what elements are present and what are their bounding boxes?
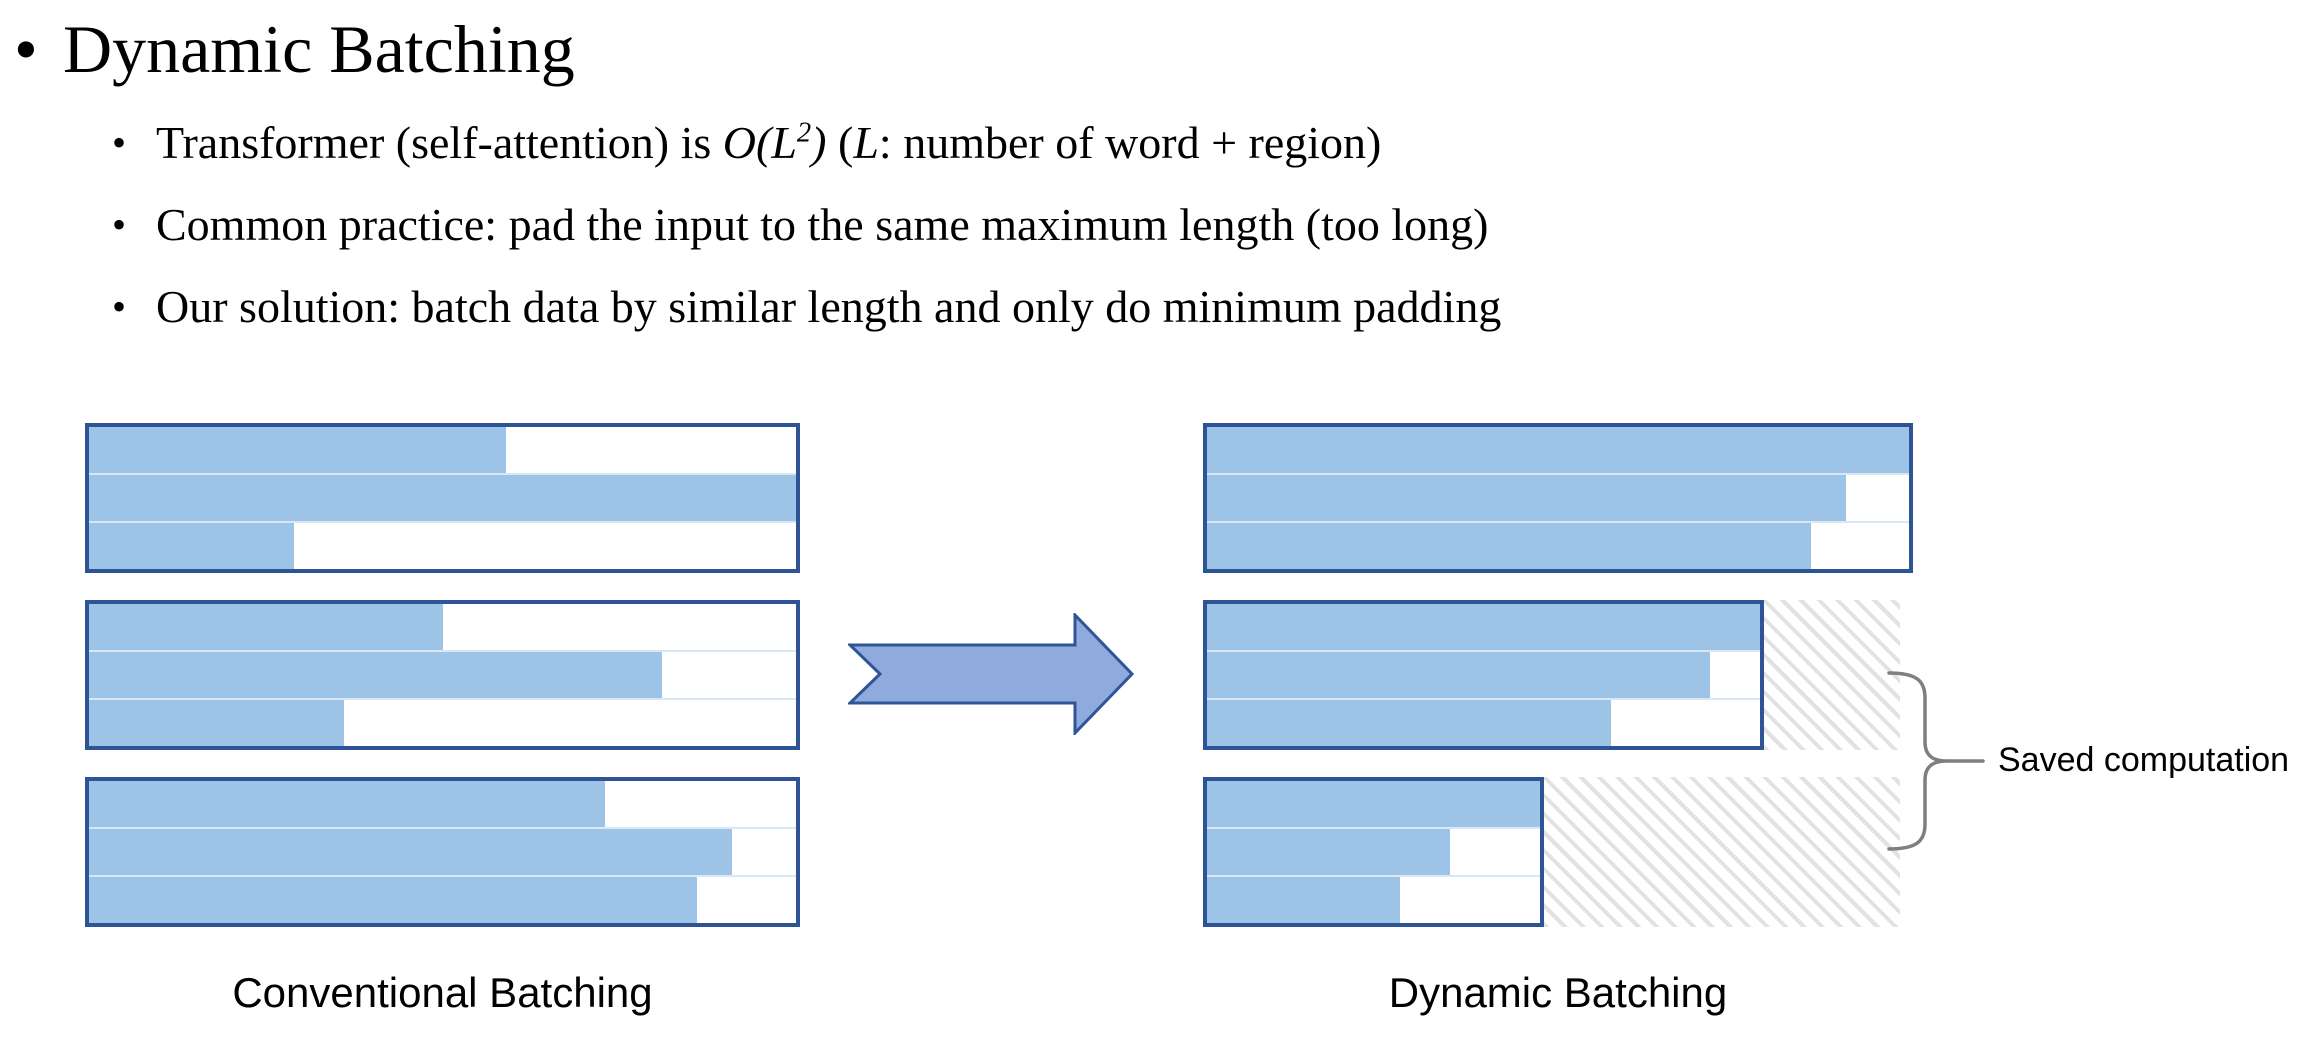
sequence-row (1207, 523, 1909, 569)
sequence-row (1207, 604, 1760, 652)
sequence-bar (1207, 475, 1846, 521)
batch-box (85, 423, 800, 573)
bullet-text: Our solution: batch data by similar leng… (156, 281, 1502, 332)
sequence-bar (89, 781, 606, 827)
saved-computation-hatch (1544, 777, 1900, 927)
sequence-bar (89, 475, 796, 521)
sequence-row (1207, 700, 1760, 746)
sequence-bar (89, 877, 698, 923)
bullet-item-transformer: • Transformer (self-attention) is O(L2) … (112, 102, 1501, 184)
sequence-bar (1207, 700, 1611, 746)
sequence-row (89, 652, 796, 700)
bullet-list: • Transformer (self-attention) is O(L2) … (112, 102, 1501, 348)
batch-box (1203, 423, 1913, 573)
sequence-bar (89, 427, 507, 473)
sequence-row (89, 877, 796, 923)
conventional-batching-group (85, 423, 800, 927)
batch-row (85, 423, 800, 573)
bullet-icon: • (112, 120, 127, 165)
sequence-row (1207, 829, 1540, 877)
batch-box (1203, 777, 1544, 927)
title-row: • Dynamic Batching (14, 4, 575, 94)
sequence-row (1207, 877, 1540, 923)
bullet-item-common-practice: • Common practice: pad the input to the … (112, 184, 1501, 266)
curly-brace-icon (1887, 671, 1985, 851)
sequence-bar (1207, 427, 1909, 473)
batch-box (85, 600, 800, 750)
sequence-row (89, 781, 796, 829)
dynamic-batching-caption: Dynamic Batching (1388, 969, 1728, 1016)
sequence-row (1207, 475, 1909, 523)
batch-row (1203, 600, 1913, 750)
bullet-icon: • (14, 11, 38, 87)
batch-row (85, 777, 800, 927)
sequence-bar (89, 700, 344, 746)
batch-row (1203, 777, 1913, 927)
sequence-bar (1207, 604, 1760, 650)
bullet-icon: • (112, 202, 127, 247)
page-title: Dynamic Batching (63, 11, 575, 87)
sequence-row (1207, 781, 1540, 829)
sequence-row (89, 829, 796, 877)
conventional-batching-caption: Conventional Batching (232, 969, 653, 1016)
bullet-text: Common practice: pad the input to the sa… (156, 199, 1489, 250)
sequence-bar (1207, 652, 1711, 698)
sequence-bar (1207, 523, 1811, 569)
sequence-bar (89, 604, 443, 650)
saved-computation-hatch (1764, 600, 1900, 750)
bullet-icon: • (112, 284, 127, 329)
saved-computation-label: Saved computation (1998, 741, 2290, 779)
bullet-item-our-solution: • Our solution: batch data by similar le… (112, 266, 1501, 348)
dynamic-batching-group (1203, 423, 1913, 927)
right-arrow-icon (848, 613, 1134, 735)
sequence-row (89, 604, 796, 652)
bullet-text: Transformer (self-attention) is O(L2) (L… (156, 117, 1382, 168)
sequence-row (89, 475, 796, 523)
sequence-row (89, 700, 796, 746)
sequence-row (89, 523, 796, 569)
sequence-row (1207, 427, 1909, 475)
sequence-bar (1207, 781, 1540, 827)
batch-box (85, 777, 800, 927)
batch-row (85, 600, 800, 750)
sequence-bar (89, 652, 662, 698)
sequence-bar (1207, 829, 1451, 875)
sequence-bar (1207, 877, 1401, 923)
sequence-row (89, 427, 796, 475)
batch-row (1203, 423, 1913, 573)
sequence-row (1207, 652, 1760, 700)
batch-box (1203, 600, 1764, 750)
sequence-bar (89, 829, 733, 875)
sequence-bar (89, 523, 295, 569)
